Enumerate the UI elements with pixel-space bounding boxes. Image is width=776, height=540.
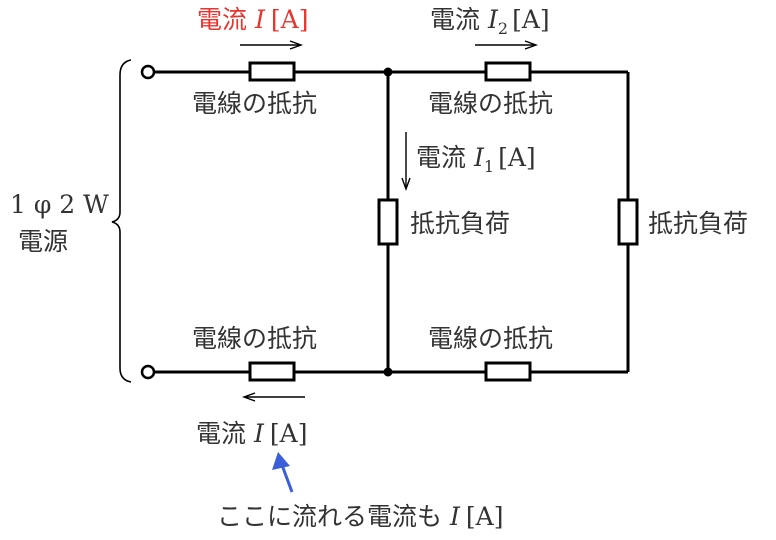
arrow-current-bottom-left [241,392,305,402]
source-terminal-top [140,64,156,80]
source-brace [111,59,132,383]
source-label: 電源 [18,227,68,256]
source-spec: 1 φ 2 W [10,190,109,219]
load-label-middle: 抵抗負荷 [410,209,510,238]
arrow-current-top-left [240,40,304,50]
load-resistor-middle [377,198,399,246]
wire-resistor-label-bottom-right: 電線の抵抗 [428,324,553,353]
junction-bottom [383,367,393,377]
wire-resistor-bottom-right [484,361,532,382]
wire-resistor-label-top-right: 電線の抵抗 [428,89,553,118]
wire-resistor-label-bottom-left: 電線の抵抗 [192,324,317,353]
load-label-right: 抵抗負荷 [648,209,748,238]
arrow-current-middle [401,132,411,192]
pointer-arrow [272,452,294,493]
wire-resistor-bottom-left [248,361,296,382]
wire-resistor-top-left [248,61,296,82]
load-resistor-right [617,198,639,246]
wire-resistor-label-top-left: 電線の抵抗 [192,89,317,118]
source-terminal-bottom [140,364,156,380]
arrow-current-top-right [475,40,539,50]
junction-top [383,67,393,77]
wire-resistor-top-right [484,61,532,82]
